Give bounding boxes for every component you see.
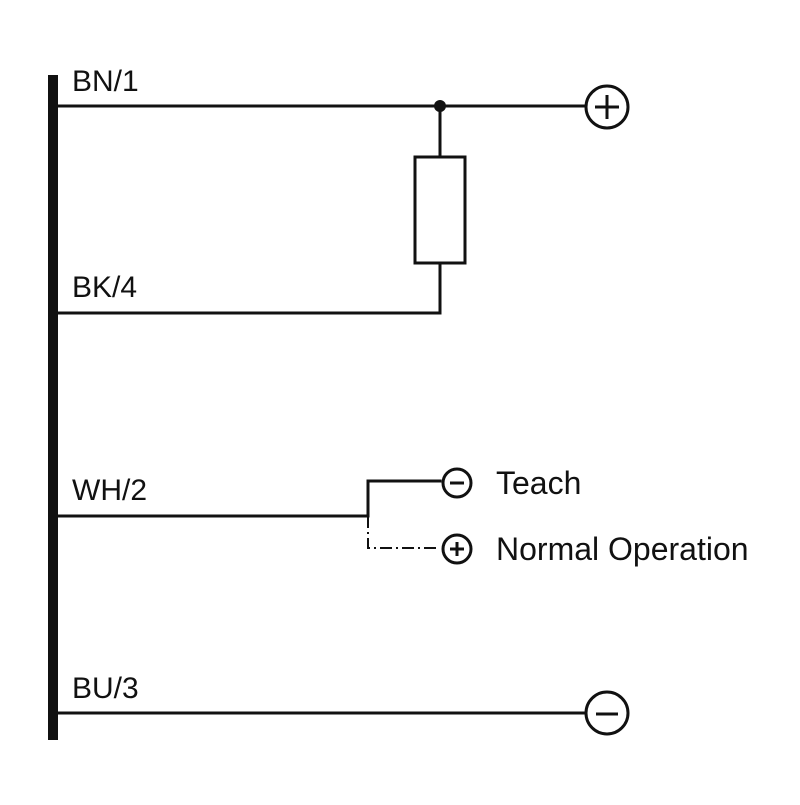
load-resistor xyxy=(413,155,467,265)
pin-label-bn: BN/1 xyxy=(72,65,139,98)
connector-bus-bar xyxy=(48,75,58,740)
normal-operation-terminal-plus xyxy=(441,533,473,565)
teach-label: Teach xyxy=(496,465,581,501)
teach-terminal-minus xyxy=(441,467,473,499)
negative-supply-terminal xyxy=(584,690,630,736)
pin-label-bu: BU/3 xyxy=(72,672,139,705)
teach-wire xyxy=(366,479,442,518)
normal-operation-wire xyxy=(367,516,440,549)
pin-label-bk: BK/4 xyxy=(72,271,137,304)
pin-label-wh: WH/2 xyxy=(72,474,147,507)
normal-operation-label: Normal Operation xyxy=(496,531,749,567)
positive-supply-terminal xyxy=(584,84,630,130)
